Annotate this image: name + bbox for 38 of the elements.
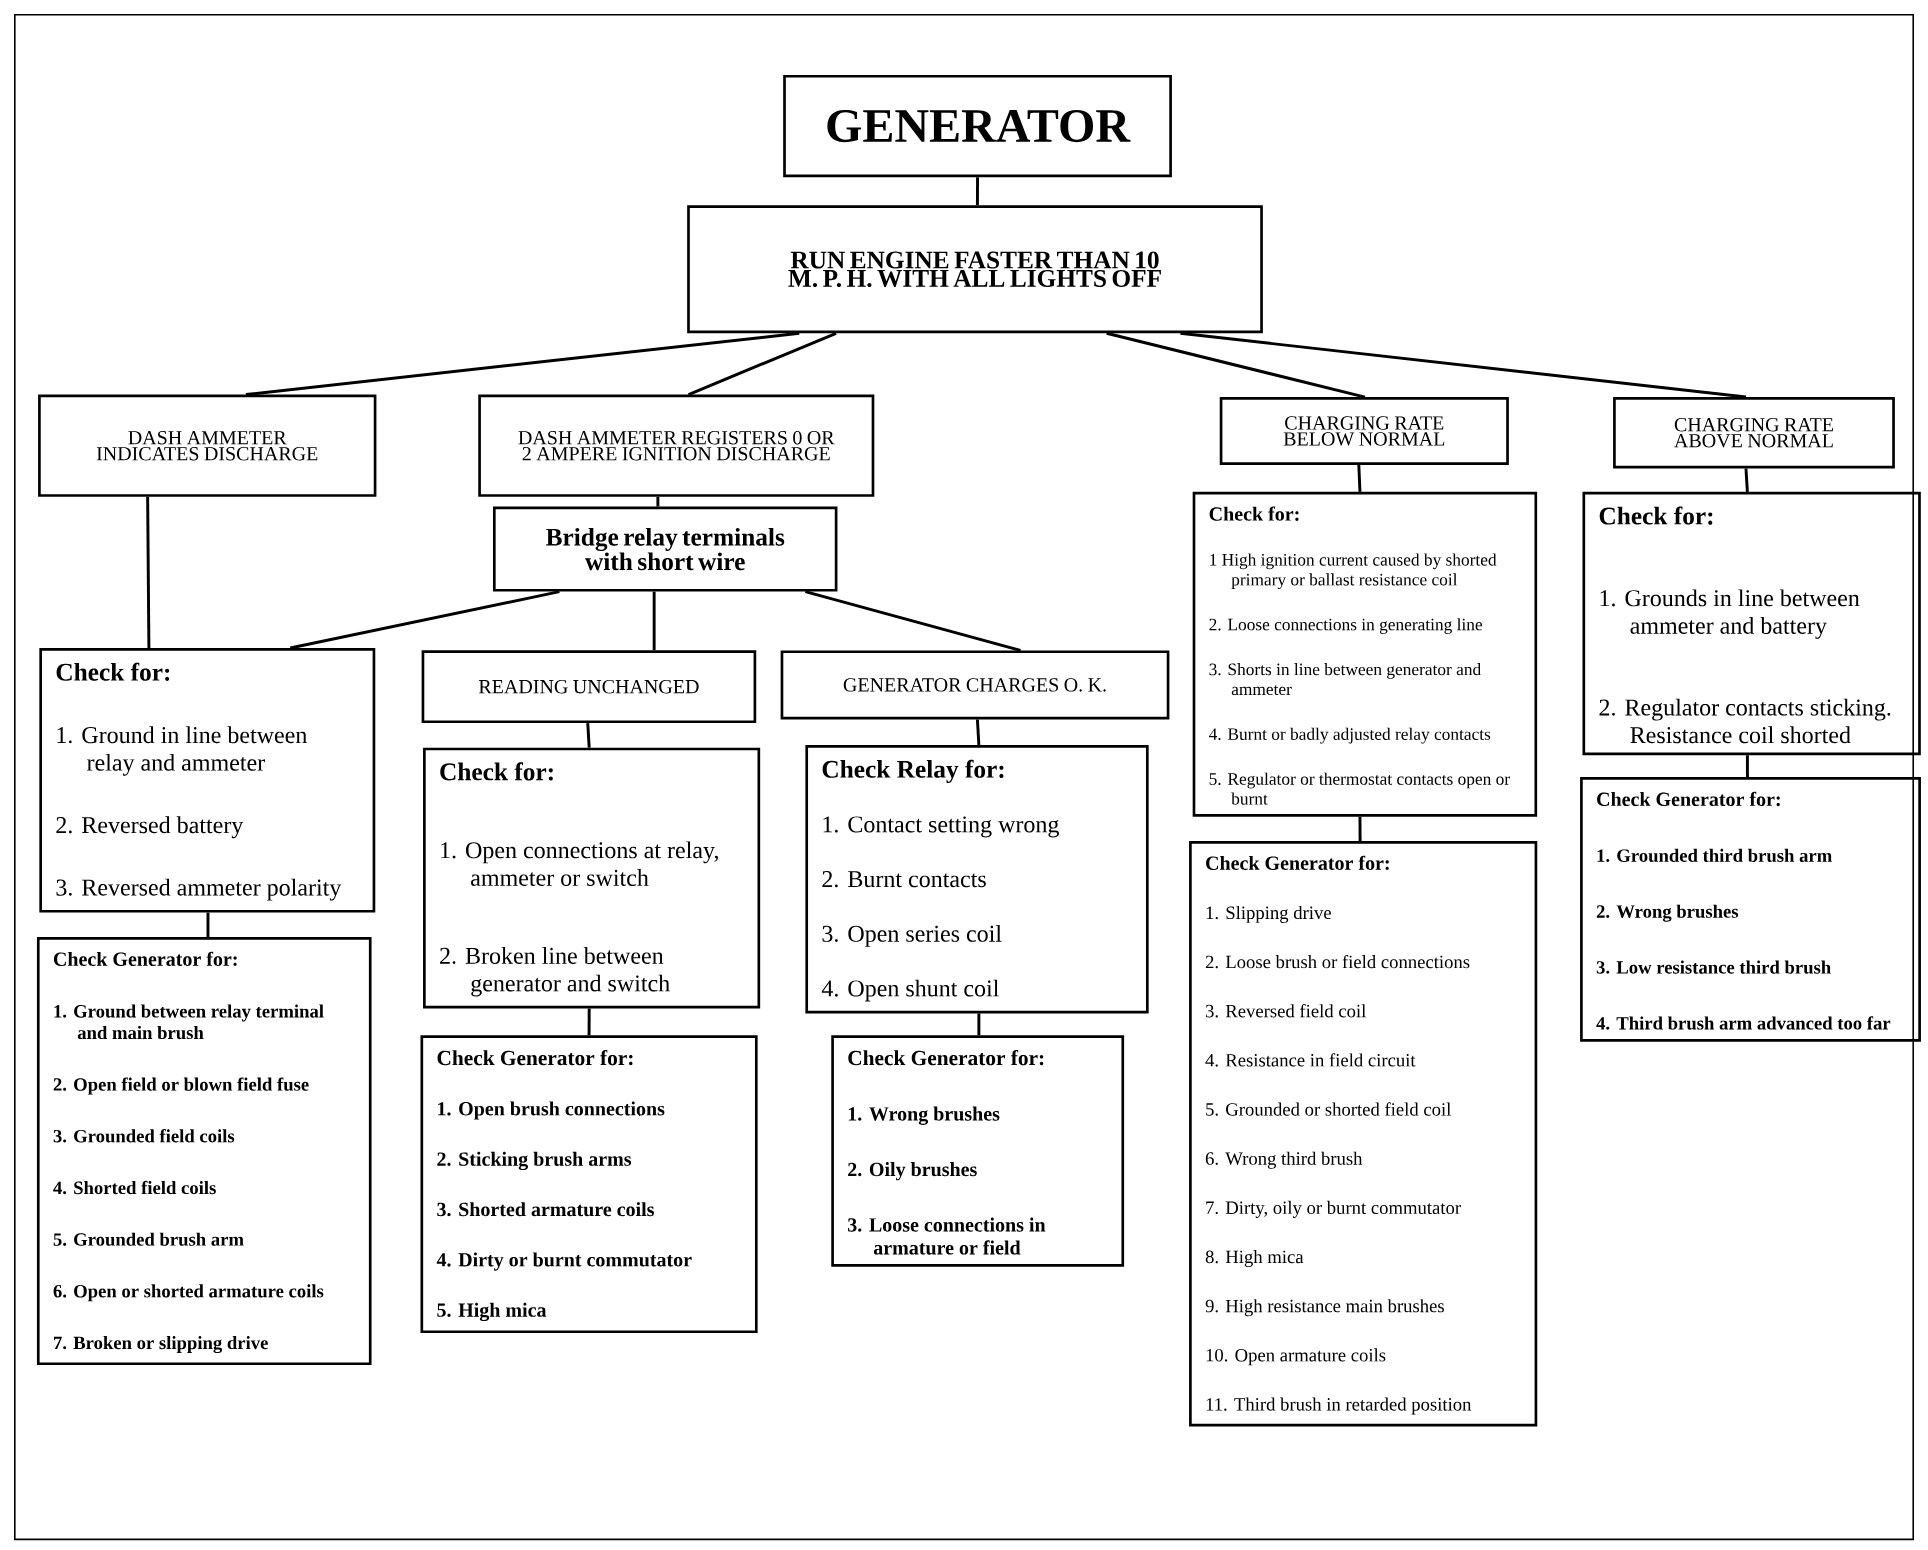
connector-line [245, 331, 800, 396]
connector-line [146, 496, 151, 648]
connector-line [975, 176, 979, 206]
symptom-box: CHARGING RATE BELOW NORMAL [1219, 396, 1509, 465]
connector-line [652, 591, 656, 651]
connector-line [1744, 468, 1749, 492]
connector-line [206, 912, 210, 937]
connector-line [586, 722, 591, 748]
result-box: GENERATOR CHARGES O. K. [780, 650, 1170, 720]
check-box: Check Generator for: 1. Slipping drive 2. Loose brush or field connections 3. Reversed field coil 4. Resistance in field circuit 5. Grounded or shorted field coil 6. Wrong third brush 7. Dirty, oily or burnt commutator 8. High mica 9. High resistance main brushes 10. Open armature coils 11. Third brush in retarded position [1189, 840, 1538, 1427]
check-box: Check Relay for: 1. Contact setting wrong 2. Burnt contacts 3. Open series coil 4. Open shunt coil [805, 744, 1149, 1014]
connector-line [1106, 331, 1366, 399]
title-box: GENERATOR [783, 74, 1172, 177]
symptom-box: CHARGING RATE ABOVE NORMAL [1613, 396, 1895, 469]
check-box: Check for: 1. Grounds in line between ammeter and battery 2. Regulator contacts sticking. Resistance coil shorted [1582, 491, 1921, 755]
symptom-box: DASH AMMETER INDICATES DISCHARGE [38, 394, 377, 497]
check-box: Check for: 1 High ignition current caused by shorted primary or ballast resistance coil 2. Loose connections in generating line 3. Shorts in line between generator and ammeter 4. Burnt or badly adjusted relay contacts 5. Regulator or thermostat contacts open or burnt [1192, 491, 1538, 817]
step-box: RUN ENGINE FASTER THAN 10 M. P. H. WITH ALL LIGHTS OFF [687, 205, 1263, 334]
result-box: READING UNCHANGED [421, 650, 757, 723]
symptom-box: DASH AMMETER REGISTERS 0 OR 2 AMPERE IGNITION DISCHARGE [478, 394, 875, 497]
check-box: Check Generator for: 1. Wrong brushes 2. Oily brushes 3. Loose connections in armature or field [831, 1035, 1125, 1267]
connector-line [688, 331, 837, 396]
check-box: Check Generator for: 1. Ground between relay terminal and main brush 2. Open field or blown field fuse 3. Grounded field coils 4. Shorted field coils 5. Grounded brush arm 6. Open or shorted armature coils 7. Broken or slipping drive [36, 936, 372, 1365]
connector-line [289, 589, 560, 650]
connector-line [1357, 464, 1362, 492]
check-box: Check for: 1. Ground in line between relay and ammeter 2. Reversed battery 3. Reversed ammeter polarity [39, 647, 376, 913]
check-box: Check for: 1. Open connections at relay, ammeter or switch 2. Broken line between generator and switch [423, 747, 761, 1009]
step-box: Bridge relay terminals with short wire [492, 506, 838, 592]
connector-line [587, 1008, 591, 1036]
connector-line [1180, 331, 1747, 399]
check-box: Check Generator for: 1. Grounded third brush arm 2. Wrong brushes 3. Low resistance third brush 4. Third brush arm advanced too far [1580, 776, 1921, 1042]
connector-line [975, 719, 981, 745]
connector-line [1358, 816, 1362, 841]
connector-line [805, 589, 1021, 652]
connector-line [1745, 755, 1749, 777]
connector-line [656, 496, 660, 507]
check-box: Check Generator for: 1. Open brush connections 2. Sticking brush arms 3. Shorted armature coils 4. Dirty or burnt commutator 5. High mica [420, 1035, 758, 1333]
connector-line [977, 1013, 981, 1036]
